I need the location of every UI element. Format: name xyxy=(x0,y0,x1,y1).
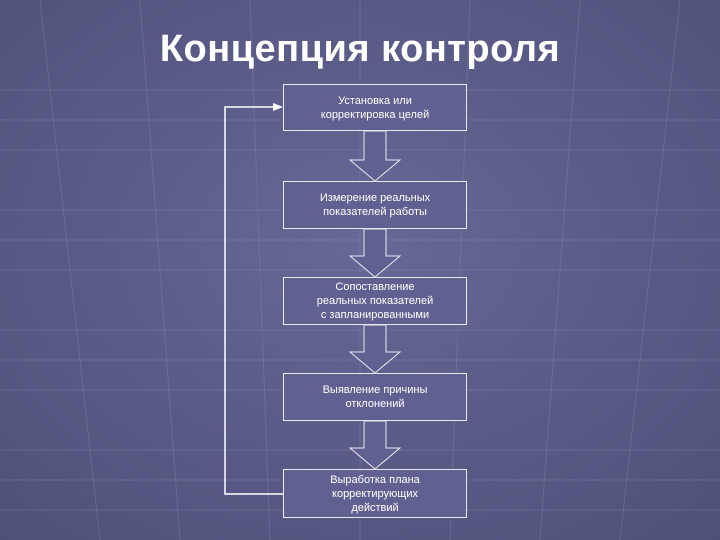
step-3-line-2: реальных показателей xyxy=(316,295,434,307)
step-box-set-goals: Установка или корректировка целей xyxy=(283,84,467,131)
step-box-compare: Сопоставление реальных показателей с зап… xyxy=(283,277,467,325)
feedback-loop-arrowhead xyxy=(273,103,283,111)
step-5-line-1: Выработка плана xyxy=(330,473,420,486)
step-3-line-1: Сопоставление xyxy=(335,281,415,293)
step-4-line-1: Выявление причины xyxy=(322,384,428,396)
step-box-corrective-plan: Выработка плана корректирующих действий xyxy=(283,469,467,518)
down-arrow-1 xyxy=(348,130,402,182)
down-arrow-4 xyxy=(348,420,402,470)
step-1-line-1: Установка или xyxy=(338,94,412,107)
step-2-line-2: показателей работы xyxy=(323,206,427,218)
step-3-line-3: с запланированными xyxy=(320,309,430,321)
step-5-line-2: корректирующих xyxy=(332,487,418,500)
step-4-line-2: отклонений xyxy=(345,398,405,410)
step-2-line-1: Измерение реальных xyxy=(319,192,431,204)
feedback-loop-line xyxy=(224,106,283,495)
step-1-line-2: корректировка целей xyxy=(320,108,430,121)
down-arrow-2 xyxy=(348,228,402,278)
down-arrow-3 xyxy=(348,324,402,374)
step-box-find-causes: Выявление причины отклонений xyxy=(283,373,467,421)
slide-title: Концепция контроля xyxy=(159,28,561,70)
step-box-measure: Измерение реальных показателей работы xyxy=(283,181,467,229)
step-5-line-3: действий xyxy=(351,501,399,514)
